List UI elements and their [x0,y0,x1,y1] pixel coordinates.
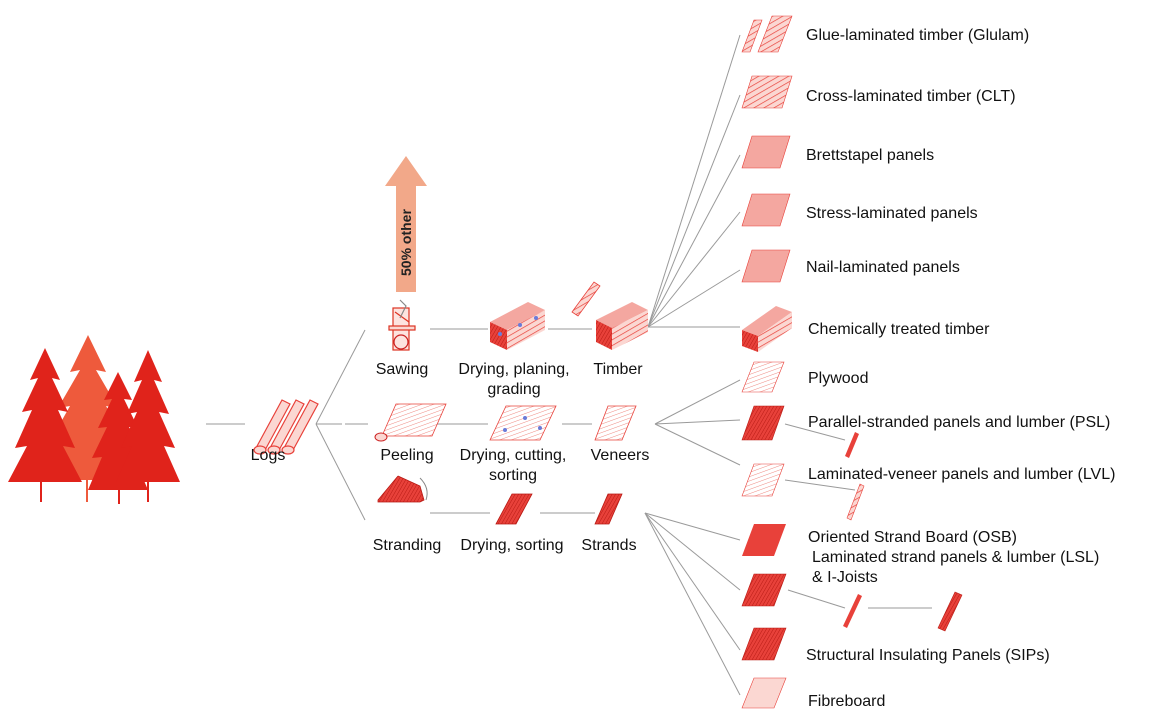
product-stress-laminated: Stress-laminated panels [806,205,978,222]
product-psl: Parallel-stranded panels and lumber (PSL… [808,414,1111,431]
drying-cutting-label-line1: Drying, cutting, [459,447,567,464]
product-brettstapel: Brettstapel panels [806,147,935,164]
tree-icon [116,350,180,482]
saw-machine-icon [388,299,416,351]
timber-stack-icon [596,302,648,350]
drying-cutting-label-line2: sorting [488,467,538,484]
lsl-beam-icon [843,594,862,628]
tree-icon [8,348,82,482]
product-lsl-line1: Laminated strand panels & lumber (LSL) [812,549,1100,566]
psl-icon [741,405,785,441]
logs-icon [253,399,319,455]
lvl-beam-icon [846,483,865,521]
stranding-label: Stranding [372,537,442,554]
dried-strands-icon [495,493,533,525]
dried-timber-stack-icon [490,302,545,350]
product-clt: Cross-laminated timber (CLT) [806,88,1016,105]
treated-timber-icon [742,306,792,352]
drying-sorting-label: Drying, sorting [460,537,564,554]
veneer-icon [594,405,637,441]
drying-planing-label-line1: Drying, planing, [458,361,570,378]
product-osb: Oriented Strand Board (OSB) [808,529,1017,546]
product-plywood: Plywood [808,370,869,387]
strands-icon [594,493,623,525]
i-joist-icon [937,591,963,632]
lvl-icon [741,463,785,497]
veneer-sheets-icon [489,405,557,441]
product-nail-laminated: Nail-laminated panels [806,259,960,276]
clt-icon [741,75,793,109]
product-fibreboard: Fibreboard [808,693,886,710]
logs-label: Logs [250,447,286,464]
product-glulam: Glue-laminated timber (Glulam) [806,27,1030,44]
peeling-icon [374,403,447,442]
drying-planing-label-line2: grading [487,381,541,398]
plywood-icon [741,361,785,393]
peeling-label: Peeling [380,447,434,464]
lsl-icon [741,573,787,607]
sips-icon [741,627,787,661]
forest-icon [8,335,180,504]
product-lsl-line2: & I-Joists [812,569,878,586]
veneers-label: Veneers [590,447,650,464]
stranding-machine-icon [377,473,428,503]
product-sips: Structural Insulating Panels (SIPs) [806,647,1050,664]
other-output-label: 50% other [398,209,414,276]
single-board-icon [571,281,601,317]
other-output-arrow [385,156,427,292]
sawing-label: Sawing [375,361,429,378]
fibreboard-icon [741,677,787,709]
psl-beam-icon [845,432,859,458]
brettstapel-icon [741,135,791,169]
product-treated-timber: Chemically treated timber [808,321,990,338]
stress-laminated-icon [741,193,791,227]
strands-label: Strands [581,537,637,554]
osb-icon [742,524,786,556]
timber-label: Timber [593,361,643,378]
product-lvl: Laminated-veneer panels and lumber (LVL) [808,466,1116,483]
glulam-icon [741,15,793,53]
nail-laminated-icon [741,249,791,283]
